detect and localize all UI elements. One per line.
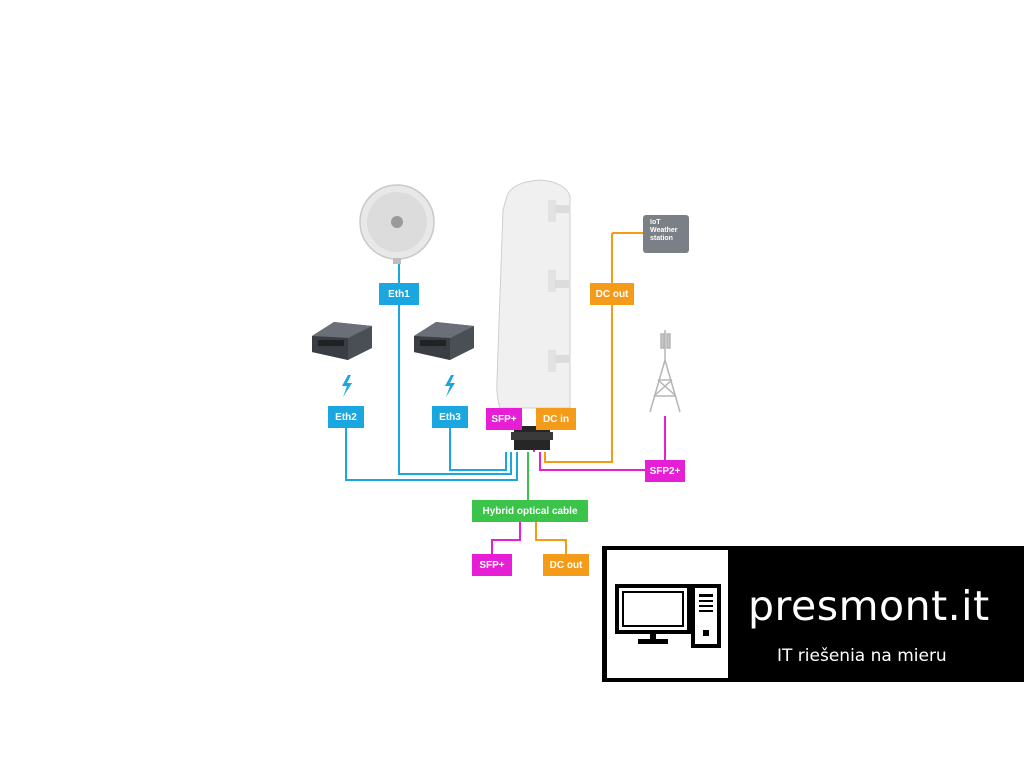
poe-bolt-icon [342, 375, 352, 397]
eth2-label: Eth2 [328, 406, 364, 428]
sfp2-cable [539, 416, 666, 471]
dc-out-top-label: DC out [590, 283, 634, 305]
sfp2-plus-label: SFP2+ [645, 460, 685, 482]
eth3-label: Eth3 [432, 406, 468, 428]
poe-bolt-icon [445, 375, 455, 397]
hybrid-sfp-branch [491, 520, 521, 556]
hybrid-dc-branch [535, 520, 567, 556]
iot-line-1: IoT [650, 219, 661, 226]
dc-out-cable [544, 233, 613, 463]
eth3-cable [449, 424, 507, 471]
desktop-computer-icon [615, 584, 721, 648]
dc-in-label: DC in [536, 408, 576, 430]
brand-tagline: IT riešenia na mieru [777, 646, 947, 666]
iot-line-2: Weather [650, 227, 678, 234]
ethernet-switch-1 [312, 322, 372, 360]
iot-line-3: station [650, 235, 673, 242]
brand-logo-tile [607, 550, 728, 678]
ethernet-switch-2 [414, 322, 474, 360]
cell-tower [649, 330, 681, 413]
sfp-plus-bottom-label: SFP+ [472, 554, 512, 576]
dish-antenna [359, 184, 435, 264]
eth2-cable [345, 424, 518, 481]
eth1-cable [398, 258, 512, 475]
sfp-plus-device-label: SFP+ [486, 408, 522, 430]
hybrid-cable-label: Hybrid optical cable [472, 500, 588, 522]
dc-out-bottom-label: DC out [543, 554, 589, 576]
eth1-label: Eth1 [379, 283, 419, 305]
brand-name: presmont.it [748, 582, 990, 630]
iot-weather-station: IoT Weather station [643, 215, 689, 253]
outdoor-device [496, 179, 571, 450]
